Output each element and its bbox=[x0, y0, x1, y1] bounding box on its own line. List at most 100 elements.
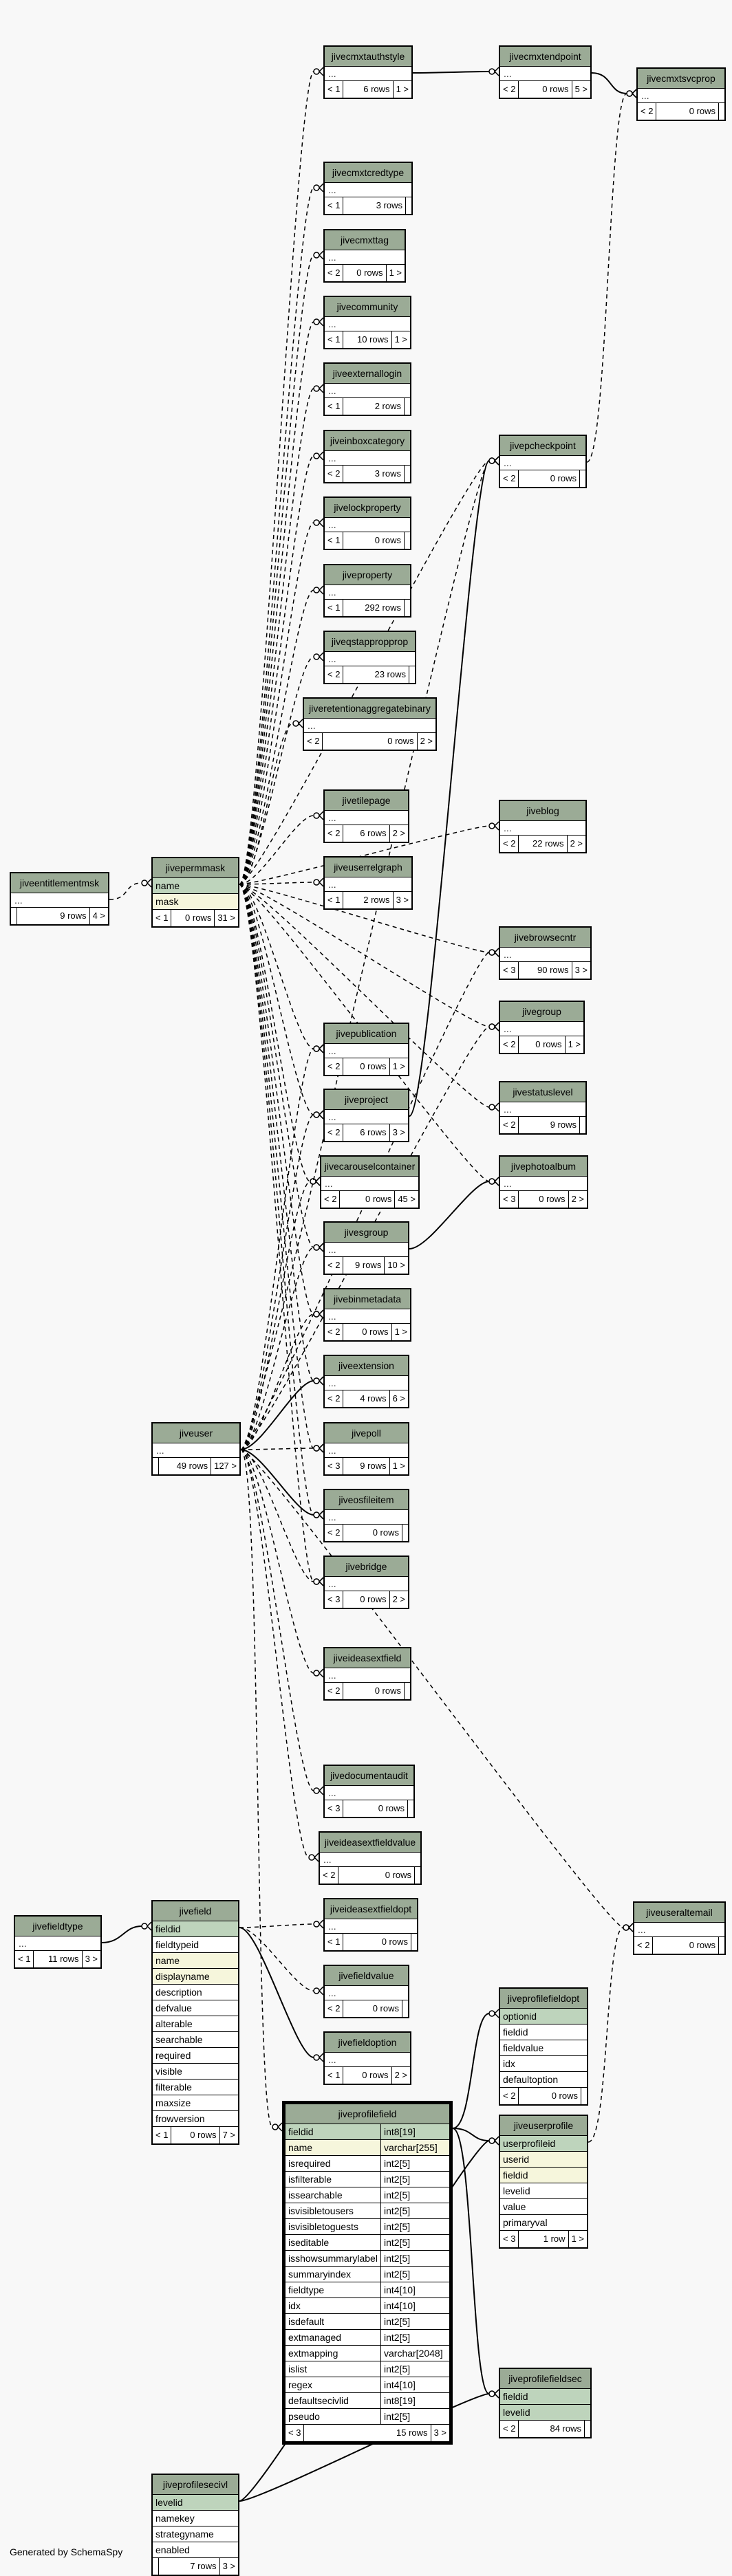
table-header[interactable]: jiveideasextfieldopt bbox=[325, 1899, 417, 1919]
table-header[interactable]: jiveretentionaggregatebinary bbox=[304, 699, 435, 719]
children-count[interactable]: 6 > bbox=[392, 1393, 405, 1404]
children-count[interactable]: 3 > bbox=[396, 895, 409, 905]
parents-count[interactable]: < 3 bbox=[325, 1458, 344, 1474]
table-header[interactable]: jivebridge bbox=[325, 1557, 408, 1577]
table-header[interactable]: jiveideasextfieldvalue bbox=[320, 1833, 420, 1853]
table-header[interactable]: jiveqstappropprop bbox=[325, 632, 415, 652]
parents-count[interactable]: < 2 bbox=[325, 825, 344, 842]
table-header[interactable]: jivecommunity bbox=[325, 297, 410, 317]
parents-count[interactable]: < 2 bbox=[325, 2000, 344, 2017]
parents-count[interactable]: < 2 bbox=[325, 1124, 344, 1141]
children-count[interactable]: 2 > bbox=[571, 1194, 584, 1204]
children-count[interactable]: 1 > bbox=[392, 1461, 405, 1471]
children-count[interactable] bbox=[405, 532, 410, 549]
children-count[interactable]: 45 > bbox=[398, 1194, 416, 1204]
children-count[interactable] bbox=[409, 666, 415, 683]
table-header[interactable]: jiveuserrelgraph bbox=[325, 858, 411, 877]
parents-count[interactable]: < 2 bbox=[500, 470, 519, 487]
parents-count[interactable]: < 2 bbox=[325, 265, 344, 281]
table-header[interactable]: jivelockproperty bbox=[325, 498, 410, 518]
table-header[interactable]: jivepublication bbox=[325, 1024, 408, 1044]
table-header[interactable]: jivecmxtcredtype bbox=[325, 163, 411, 183]
table-header[interactable]: jivepcheckpoint bbox=[500, 436, 585, 456]
children-count[interactable]: 1 > bbox=[396, 84, 409, 94]
table-header[interactable]: jivestatuslevel bbox=[500, 1082, 585, 1102]
table-header[interactable]: jivetilepage bbox=[325, 791, 408, 811]
children-count[interactable]: 1 > bbox=[571, 2234, 584, 2244]
parents-count[interactable]: < 1 bbox=[15, 1951, 34, 1967]
table-header[interactable]: jivesgroup bbox=[325, 1223, 408, 1243]
table-header[interactable]: jivecmxttag bbox=[325, 230, 405, 250]
table-header[interactable]: jivepoll bbox=[325, 1423, 408, 1443]
parents-count[interactable]: < 2 bbox=[325, 1683, 344, 1699]
parents-count[interactable]: < 2 bbox=[304, 733, 323, 750]
children-count[interactable]: 3 > bbox=[85, 1954, 98, 1964]
parents-count[interactable]: < 1 bbox=[325, 532, 344, 549]
children-count[interactable]: 1 > bbox=[394, 334, 407, 345]
children-count[interactable] bbox=[408, 1800, 413, 1817]
parents-count[interactable]: < 2 bbox=[325, 1257, 344, 1274]
children-count[interactable] bbox=[580, 1117, 585, 1133]
children-count[interactable] bbox=[581, 2088, 587, 2104]
parents-count[interactable]: < 2 bbox=[320, 1867, 339, 1884]
table-header[interactable]: jivecmxtendpoint bbox=[500, 47, 590, 67]
table-header[interactable]: jivebrowsecntr bbox=[500, 928, 590, 948]
parents-count[interactable]: < 1 bbox=[325, 81, 344, 98]
parents-count[interactable]: < 3 bbox=[500, 2231, 519, 2247]
table-header[interactable]: jivefieldtype bbox=[15, 1917, 100, 1936]
table-header[interactable]: jivebinmetadata bbox=[325, 1289, 410, 1309]
children-count[interactable]: 7 > bbox=[222, 2130, 235, 2140]
children-count[interactable]: 2 > bbox=[392, 828, 405, 838]
children-count[interactable]: 31 > bbox=[217, 913, 235, 923]
children-count[interactable] bbox=[402, 1525, 408, 1541]
table-header[interactable]: jivedocumentaudit bbox=[325, 1766, 413, 1786]
table-header[interactable]: jiveuseraltemail bbox=[634, 1903, 724, 1923]
parents-count[interactable]: < 1 bbox=[325, 398, 344, 415]
children-count[interactable] bbox=[719, 103, 724, 120]
table-header[interactable]: jiveexternallogin bbox=[325, 364, 410, 384]
table-header[interactable]: jivephotoalbum bbox=[500, 1157, 587, 1177]
parents-count[interactable]: < 2 bbox=[325, 1058, 344, 1075]
children-count[interactable]: 1 > bbox=[394, 1327, 407, 1337]
table-header[interactable]: jiveuser bbox=[153, 1423, 239, 1443]
table-header[interactable]: jiveprofilefield bbox=[286, 2104, 449, 2124]
children-count[interactable]: 2 > bbox=[570, 838, 583, 849]
parents-count[interactable]: < 3 bbox=[286, 2425, 305, 2441]
parents-count[interactable]: < 2 bbox=[634, 1937, 654, 1954]
children-count[interactable] bbox=[719, 1937, 724, 1954]
table-header[interactable]: jivefieldoption bbox=[325, 2033, 410, 2053]
children-count[interactable] bbox=[405, 466, 410, 482]
parents-count[interactable]: < 3 bbox=[500, 1191, 519, 1208]
parents-count[interactable]: < 1 bbox=[325, 2067, 344, 2084]
parents-count[interactable]: < 2 bbox=[500, 2088, 519, 2104]
table-header[interactable]: jivecmxtauthstyle bbox=[325, 47, 411, 67]
parents-count[interactable]: < 2 bbox=[325, 1525, 344, 1541]
